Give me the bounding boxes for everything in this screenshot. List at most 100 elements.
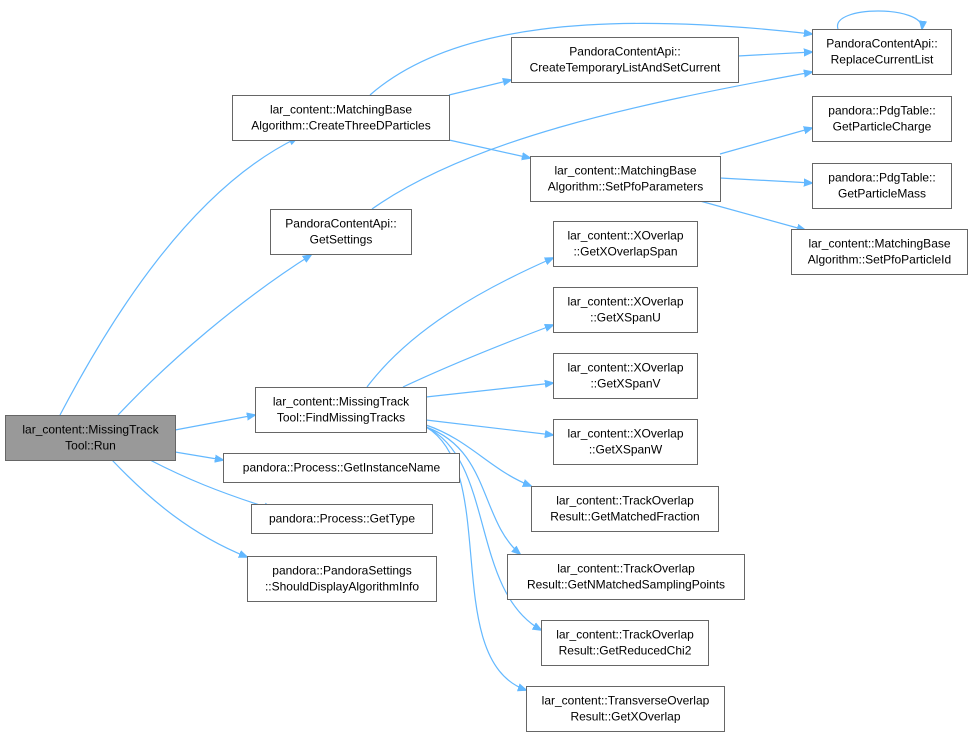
node-box — [507, 554, 745, 600]
node-box — [5, 415, 176, 461]
node-createTemp[interactable]: PandoraContentApi::CreateTemporaryListAn… — [511, 37, 739, 83]
node-label-line: PandoraContentApi:: — [285, 217, 396, 231]
edge-createThreeD-to-createTemp — [448, 80, 511, 96]
node-label-line: ::GetXSpanU — [590, 311, 661, 325]
node-label-line: Result::GetMatchedFraction — [550, 510, 699, 524]
edge-findMissing-to-xOverlapSpan — [366, 258, 553, 388]
node-box — [553, 353, 698, 399]
node-label-line: lar_content::MatchingBase — [270, 103, 412, 117]
node-label-line: GetParticleMass — [838, 187, 926, 201]
edge-createThreeD-to-replaceCurrent — [369, 22, 812, 96]
node-label-line: GetSettings — [310, 233, 373, 247]
node-label-line: Tool::Run — [65, 439, 116, 453]
node-label-line: ReplaceCurrentList — [831, 53, 934, 67]
edge-getSettings-to-replaceCurrent — [371, 72, 812, 210]
node-label-line: Algorithm::SetPfoParameters — [548, 180, 703, 194]
node-label-line: PandoraContentApi:: — [569, 45, 680, 59]
node-label-line: Result::GetXOverlap — [570, 710, 680, 724]
node-box — [511, 37, 739, 83]
edge-findMissing-to-xSpanW — [425, 419, 553, 435]
node-xSpanW[interactable]: lar_content::XOverlap::GetXSpanW — [553, 419, 698, 465]
node-nMatched[interactable]: lar_content::TrackOverlapResult::GetNMat… — [507, 554, 745, 600]
edge-run-to-getSettings — [117, 255, 311, 416]
edge-run-to-getInstanceName — [174, 451, 223, 460]
node-getCharge[interactable]: pandora::PdgTable::GetParticleCharge — [812, 96, 952, 142]
node-box — [247, 556, 437, 602]
edge-run-to-createThreeD — [59, 138, 297, 416]
node-shouldDisplay[interactable]: pandora::PandoraSettings::ShouldDisplayA… — [247, 556, 437, 602]
edge-findMissing-to-getXOverlap — [425, 426, 526, 690]
edge-run-to-findMissing — [174, 415, 255, 431]
edge-run-to-shouldDisplay — [111, 459, 247, 557]
node-box — [791, 229, 968, 275]
node-box — [541, 620, 709, 666]
node-getInstanceName[interactable]: pandora::Process::GetInstanceName — [223, 453, 460, 483]
nodes-layer: lar_content::MissingTrackTool::Runlar_co… — [5, 29, 968, 732]
node-xSpanU[interactable]: lar_content::XOverlap::GetXSpanU — [553, 287, 698, 333]
node-label-line: lar_content::MissingTrack — [273, 395, 410, 409]
edge-setPfoParams-to-setPfoId — [699, 200, 805, 230]
node-box — [553, 419, 698, 465]
node-label-line: ::GetXSpanV — [590, 377, 660, 391]
node-label-line: lar_content::MatchingBase — [554, 164, 696, 178]
node-box — [223, 453, 460, 483]
edge-run-to-getType — [149, 459, 272, 509]
node-box — [812, 163, 952, 209]
node-label-line: pandora::PdgTable:: — [828, 171, 935, 185]
node-getXOverlap[interactable]: lar_content::TransverseOverlapResult::Ge… — [526, 686, 725, 732]
node-label-line: lar_content::XOverlap — [567, 427, 683, 441]
node-label-line: lar_content::XOverlap — [567, 361, 683, 375]
node-label-line: lar_content::MatchingBase — [808, 237, 950, 251]
node-getSettings[interactable]: PandoraContentApi::GetSettings — [270, 209, 412, 255]
node-label-line: pandora::PdgTable:: — [828, 104, 935, 118]
edge-findMissing-to-matchedFraction — [425, 424, 531, 486]
node-xSpanV[interactable]: lar_content::XOverlap::GetXSpanV — [553, 353, 698, 399]
node-label-line: lar_content::TrackOverlap — [556, 628, 694, 642]
node-label-line: PandoraContentApi:: — [826, 37, 937, 51]
edge-setPfoParams-to-getMass — [719, 177, 812, 183]
node-label-line: lar_content::XOverlap — [567, 229, 683, 243]
node-label-line: ::GetXSpanW — [589, 443, 663, 457]
node-label-line: pandora::Process::GetInstanceName — [243, 461, 441, 475]
node-label-line: lar_content::XOverlap — [567, 295, 683, 309]
node-box — [531, 486, 719, 532]
node-label-line: Result::GetNMatchedSamplingPoints — [527, 578, 725, 592]
node-label-line: Algorithm::CreateThreeDParticles — [251, 119, 430, 133]
node-label-line: pandora::Process::GetType — [269, 512, 415, 526]
node-xOverlapSpan[interactable]: lar_content::XOverlap::GetXOverlapSpan — [553, 221, 698, 267]
edge-findMissing-to-xSpanU — [402, 325, 553, 388]
node-setPfoId[interactable]: lar_content::MatchingBaseAlgorithm::SetP… — [791, 229, 968, 275]
node-createThreeD[interactable]: lar_content::MatchingBaseAlgorithm::Crea… — [232, 95, 450, 141]
edges-layer — [59, 10, 922, 690]
node-label-line: GetParticleCharge — [833, 120, 932, 134]
node-setPfoParams[interactable]: lar_content::MatchingBaseAlgorithm::SetP… — [530, 156, 721, 202]
node-replaceCurrent[interactable]: PandoraContentApi::ReplaceCurrentList — [812, 29, 952, 75]
edge-setPfoParams-to-getCharge — [719, 128, 812, 155]
node-box — [526, 686, 725, 732]
edge-createTemp-to-replaceCurrent — [737, 52, 812, 56]
node-box — [251, 504, 433, 534]
node-box — [812, 29, 952, 75]
node-label-line: lar_content::TrackOverlap — [556, 494, 694, 508]
node-box — [553, 221, 698, 267]
node-getType[interactable]: pandora::Process::GetType — [251, 504, 433, 534]
node-getMass[interactable]: pandora::PdgTable::GetParticleMass — [812, 163, 952, 209]
node-box — [255, 387, 427, 433]
edge-findMissing-to-nMatched — [425, 426, 520, 554]
edge-findMissing-to-xSpanV — [425, 383, 553, 398]
node-findMissing[interactable]: lar_content::MissingTrackTool::FindMissi… — [255, 387, 427, 433]
node-box — [232, 95, 450, 141]
node-box — [812, 96, 952, 142]
node-reducedChi2[interactable]: lar_content::TrackOverlapResult::GetRedu… — [541, 620, 709, 666]
edge-findMissing-to-reducedChi2 — [425, 426, 541, 630]
node-matchedFraction[interactable]: lar_content::TrackOverlapResult::GetMatc… — [531, 486, 719, 532]
node-label-line: CreateTemporaryListAndSetCurrent — [530, 61, 721, 75]
node-label-line: Tool::FindMissingTracks — [277, 411, 405, 425]
node-label-line: pandora::PandoraSettings — [272, 564, 411, 578]
node-label-line: ::GetXOverlapSpan — [573, 245, 677, 259]
node-label-line: lar_content::TransverseOverlap — [542, 694, 710, 708]
edge-createThreeD-to-setPfoParams — [448, 139, 530, 158]
node-label-line: Result::GetReducedChi2 — [559, 644, 692, 658]
